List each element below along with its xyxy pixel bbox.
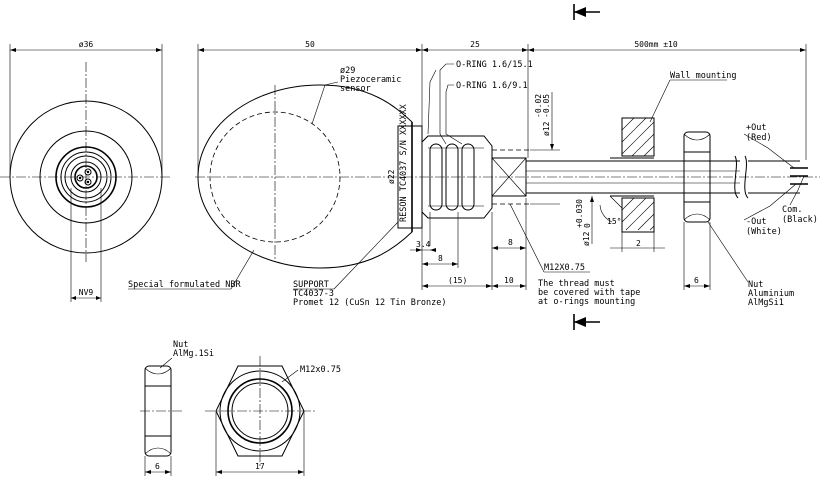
tol-12-main: ø12 bbox=[542, 121, 551, 136]
sensor-label-line3: sensor bbox=[340, 84, 371, 94]
dim-15-ref: (15) bbox=[448, 276, 467, 285]
dim-3-4: 3.4 bbox=[416, 240, 431, 249]
support-part: TC4037-3 bbox=[293, 289, 334, 299]
dim-10: 10 bbox=[504, 276, 514, 285]
engraving-text: RESON TC4037 S/N XXXXXX bbox=[399, 103, 409, 222]
dim-6b: 6 bbox=[155, 462, 160, 471]
out-minus-color: (White) bbox=[746, 227, 782, 237]
sensor-label-line1: ø29 bbox=[340, 66, 355, 76]
com-label: Com. bbox=[782, 205, 802, 215]
thread-note-2: be covered with tape bbox=[538, 288, 640, 298]
dim-2: 2 bbox=[636, 239, 641, 248]
nut-material-2: AlMgSi1 bbox=[748, 298, 784, 308]
dim-500mm: 500mm ±10 bbox=[634, 40, 678, 49]
thread-note-1: The thread must bbox=[538, 279, 615, 289]
dim-nv9: NV9 bbox=[79, 288, 94, 297]
nut-detail-material: AlMg.1Si bbox=[173, 349, 214, 359]
dim-8a: 8 bbox=[438, 254, 443, 263]
oring-2-label: O-RING 1.6/9.1 bbox=[456, 81, 528, 91]
tol-12b-lower: 0 bbox=[583, 223, 592, 228]
sensor-label-line2: Piezoceramic bbox=[340, 75, 401, 85]
out-plus-label: +Out bbox=[746, 123, 766, 133]
tol-12b-main: ø12 bbox=[582, 231, 591, 246]
dim-diameter-36: ø36 bbox=[79, 40, 94, 49]
annotations: ø29 Piezoceramic sensor O-RING 1.6/15.1 … bbox=[128, 60, 818, 308]
support-material: Promet 12 (CuSn 12 Tin Bronze) bbox=[293, 298, 447, 308]
dim-17: 17 bbox=[255, 462, 265, 471]
oring-1-label: O-RING 1.6/15.1 bbox=[456, 60, 533, 70]
dim-6a: 6 bbox=[694, 276, 699, 285]
nut-label: Nut bbox=[748, 280, 763, 290]
dim-angle-15: 15° bbox=[607, 217, 621, 226]
tol-12-upper: -0.02 bbox=[534, 94, 543, 118]
front-view: ø36 NV9 bbox=[0, 40, 172, 302]
out-minus-label: -Out bbox=[746, 217, 766, 227]
tol-12b-upper: +0.030 bbox=[575, 199, 584, 228]
nbr-label: Special formulated NBR bbox=[128, 280, 241, 290]
dim-25: 25 bbox=[470, 40, 480, 49]
nut-detail-thread: M12x0.75 bbox=[300, 365, 341, 375]
thread-note-3: at o-rings mounting bbox=[538, 297, 635, 307]
wall-mounting-label: Wall mounting bbox=[670, 71, 737, 81]
nut-detail-label: Nut bbox=[173, 340, 188, 350]
nut-detail: Nut AlMg.1Si 6 M12x0.75 17 bbox=[140, 340, 341, 476]
nut-material-1: Aluminium bbox=[748, 289, 794, 299]
com-color: (Black) bbox=[782, 215, 818, 225]
dim-8b: 8 bbox=[508, 238, 513, 247]
thread-label: M12X0.75 bbox=[544, 263, 585, 273]
dim-diameter-22: ø22 bbox=[387, 169, 396, 184]
dim-50: 50 bbox=[305, 40, 315, 49]
support-label: SUPPORT bbox=[293, 280, 329, 290]
side-view: RESON TC4037 S/N XXXXXX ø22 bbox=[195, 4, 820, 330]
out-plus-color: (Red) bbox=[746, 133, 772, 143]
tol-12-lower: -0.05 bbox=[542, 94, 551, 118]
